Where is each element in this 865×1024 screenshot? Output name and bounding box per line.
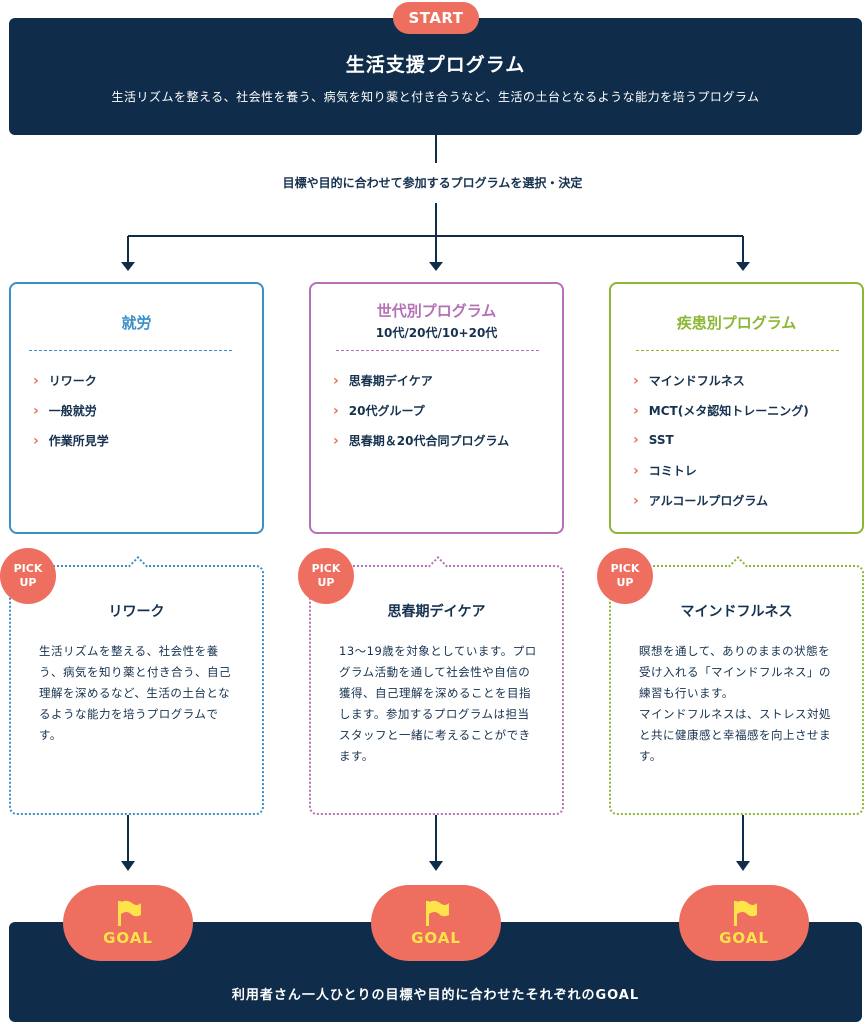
list-item: ›MCT(メタ認知トレーニング) (633, 402, 809, 419)
chevron-right-icon: › (333, 402, 339, 419)
card-title: 就労 (121, 314, 152, 332)
goal-badge: GOAL (679, 885, 809, 961)
arrow-down-icon (121, 861, 135, 871)
program-card-generation: 世代別プログラム 10代/20代/10+20代 ›思春期デイケア ›20代グルー… (309, 282, 564, 534)
program-card-employment: 就労 ›リワーク ›一般就労 ›作業所見学 (9, 282, 264, 534)
pickup-title: マインドフルネス (680, 604, 793, 620)
flag-icon (426, 900, 449, 926)
list-item: ›SST (633, 432, 674, 448)
pickup-body: 13〜19歳を対象としています。プログラム活動を通して社会性や自信の獲得、自己理… (339, 644, 537, 763)
flag-icon (734, 900, 757, 926)
pickup-title: 思春期デイケア (387, 604, 486, 620)
arrow-down-icon (429, 861, 443, 871)
chevron-right-icon: › (333, 372, 339, 389)
card-title: 世代別プログラム (376, 302, 497, 320)
chevron-right-icon: › (633, 492, 639, 509)
chevron-right-icon: › (33, 372, 39, 389)
arrow-down-icon (429, 262, 443, 271)
pickup-body: 瞑想を通して、ありのままの状態を受け入れる「マインドフルネス」の練習も行います。… (639, 644, 831, 763)
pickup-body: 生活リズムを整える、社会性を養う、病気を知り薬と付き合う、自己理解を深めるなど、… (39, 644, 231, 742)
goal-footer-text: 利用者さん一人ひとりの目標や目的に合わせたそれぞれのGOAL (231, 988, 640, 1003)
program-header-box: 生活支援プログラム 生活リズムを整える、社会性を養う、病気を知り薬と付き合うなど… (9, 18, 862, 135)
chevron-right-icon: › (33, 432, 39, 449)
chevron-right-icon: › (633, 402, 639, 419)
pickup-card-mindfulness: マインドフルネス 瞑想を通して、ありのままの状態を受け入れる「マインドフルネス」… (609, 556, 864, 815)
list-item: ›思春期＆20代合同プログラム (333, 432, 510, 449)
list-item: ›一般就労 (33, 402, 97, 419)
start-badge: START (393, 2, 479, 34)
goal-badge: GOAL (63, 885, 193, 961)
chevron-right-icon: › (633, 432, 639, 448)
list-item: ›思春期デイケア (333, 372, 433, 389)
list-item: ›作業所見学 (33, 432, 109, 449)
program-description: 生活リズムを整える、社会性を養う、病気を知り薬と付き合うなど、生活の土台となるよ… (111, 90, 760, 104)
goal-label: GOAL (719, 929, 769, 947)
card-divider (636, 350, 839, 351)
list-item: ›アルコールプログラム (633, 492, 769, 509)
list-item: ›リワーク (33, 372, 97, 389)
arrow-down-icon (736, 861, 750, 871)
chevron-right-icon: › (33, 402, 39, 419)
arrow-down-icon (736, 262, 750, 271)
pickup-title: リワーク (108, 604, 165, 620)
list-item: ›コミトレ (633, 462, 697, 479)
list-item: ›マインドフルネス (633, 372, 745, 389)
card-subtitle: 10代/20代/10+20代 (375, 326, 498, 340)
program-card-disease: 疾患別プログラム ›マインドフルネス ›MCT(メタ認知トレーニング) ›SST… (609, 282, 864, 534)
list-item: ›20代グループ (333, 402, 425, 419)
goal-label: GOAL (411, 929, 461, 947)
chevron-right-icon: › (633, 372, 639, 389)
program-title: 生活支援プログラム (345, 54, 526, 76)
card-divider (29, 350, 232, 351)
goal-badge: GOAL (371, 885, 501, 961)
chevron-right-icon: › (333, 432, 339, 449)
arrow-down-icon (121, 262, 135, 271)
chevron-right-icon: › (633, 462, 639, 479)
card-title: 疾患別プログラム (676, 314, 797, 332)
card-divider (336, 350, 539, 351)
goal-label: GOAL (103, 929, 153, 947)
pickup-card-adolescent: 思春期デイケア 13〜19歳を対象としています。プログラム活動を通して社会性や自… (309, 556, 564, 815)
pickup-card-rework: リワーク 生活リズムを整える、社会性を養う、病気を知り薬と付き合う、自己理解を深… (9, 556, 264, 815)
select-instruction: 目標や目的に合わせて参加するプログラムを選択・決定 (282, 176, 583, 190)
flag-icon (118, 900, 141, 926)
